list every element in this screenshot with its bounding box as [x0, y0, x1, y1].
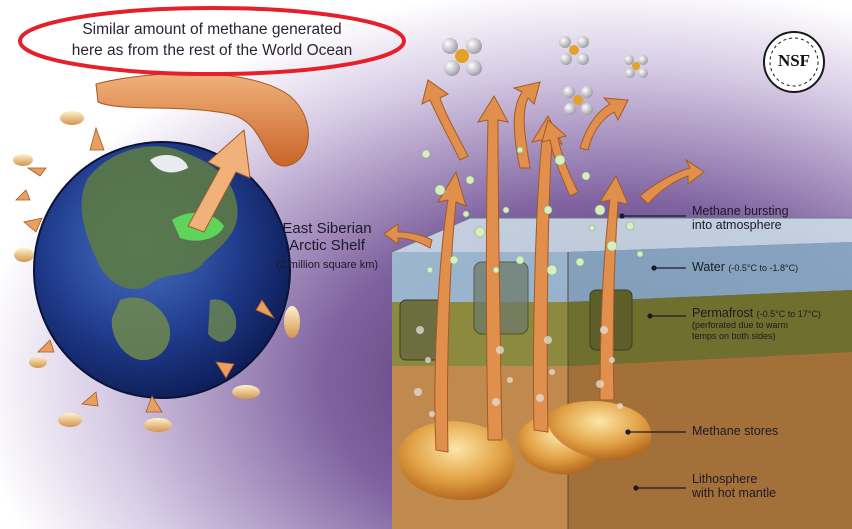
ocean-methane-callout: Similar amount of methane generated here…: [18, 4, 406, 78]
callout-line-2: here as from the rest of the World Ocean: [72, 41, 353, 62]
label-methane-stores: Methane stores: [692, 424, 778, 438]
label-methane-bursting-line-1: Methane bursting: [692, 204, 789, 218]
shelf-title-line-2: Arctic Shelf: [252, 237, 402, 254]
label-lithosphere-line-1: Lithosphere: [692, 472, 776, 486]
label-permafrost-note-1: (perforated due to warm: [692, 320, 821, 330]
label-methane-bursting: Methane bursting into atmosphere: [692, 204, 789, 233]
label-water-name: Water: [692, 260, 725, 274]
label-lithosphere-line-2: with hot mantle: [692, 486, 776, 500]
shelf-area: (2 million square km): [252, 259, 402, 272]
label-permafrost-name: Permafrost: [692, 306, 753, 320]
nsf-logo: NSF: [762, 30, 826, 94]
label-lithosphere: Lithosphere with hot mantle: [692, 472, 776, 501]
nsf-logo-text: NSF: [762, 51, 826, 71]
shelf-title-line-1: East Siberian: [252, 220, 402, 237]
label-water-range: (-0.5°C to -1.8°C): [728, 263, 798, 273]
label-water: Water (-0.5°C to -1.8°C): [692, 260, 798, 274]
shelf-title: East Siberian Arctic Shelf: [252, 220, 402, 255]
callout-line-1: Similar amount of methane generated: [72, 20, 353, 41]
label-methane-bursting-line-2: into atmosphere: [692, 218, 789, 232]
label-permafrost-note-2: temps on both sides): [692, 331, 821, 341]
label-permafrost: Permafrost (-0.5°C to 17°C) (perforated …: [692, 306, 821, 341]
label-permafrost-range: (-0.5°C to 17°C): [757, 309, 821, 319]
